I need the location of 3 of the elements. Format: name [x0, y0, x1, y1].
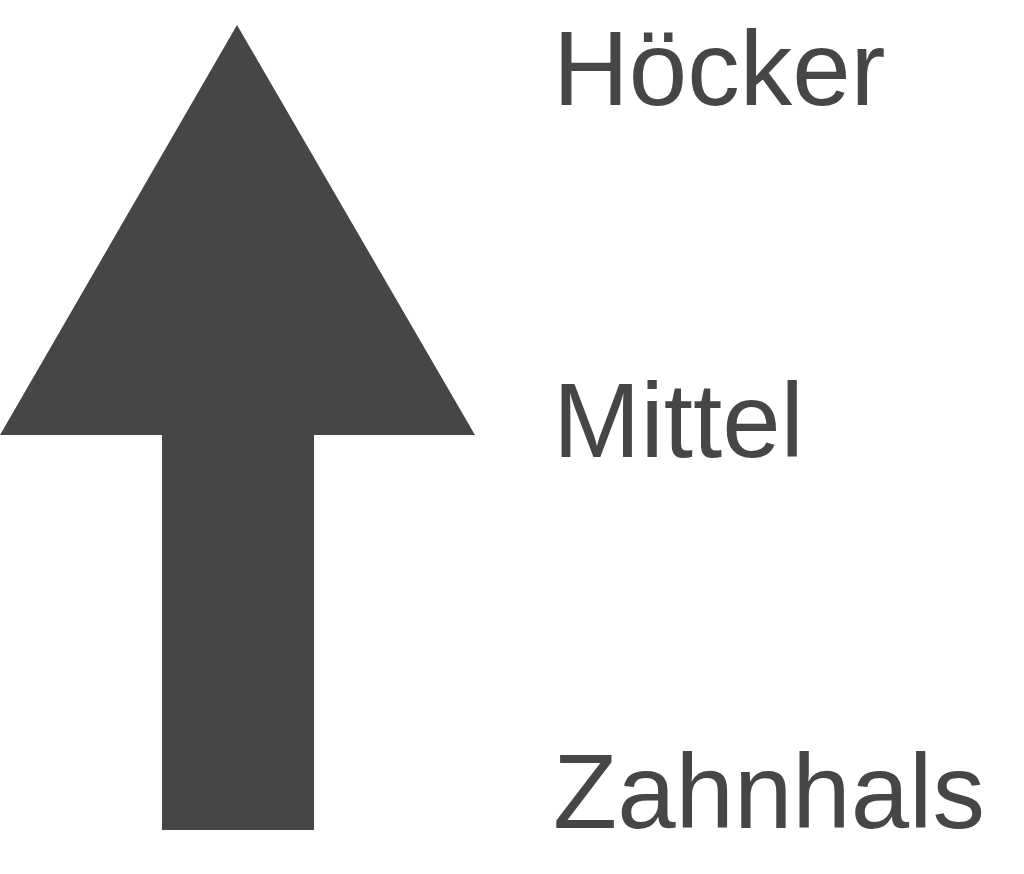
level-label: Mittel: [553, 368, 804, 473]
level-label: Höcker: [553, 16, 886, 121]
level-label: Zahnhals: [553, 739, 985, 844]
